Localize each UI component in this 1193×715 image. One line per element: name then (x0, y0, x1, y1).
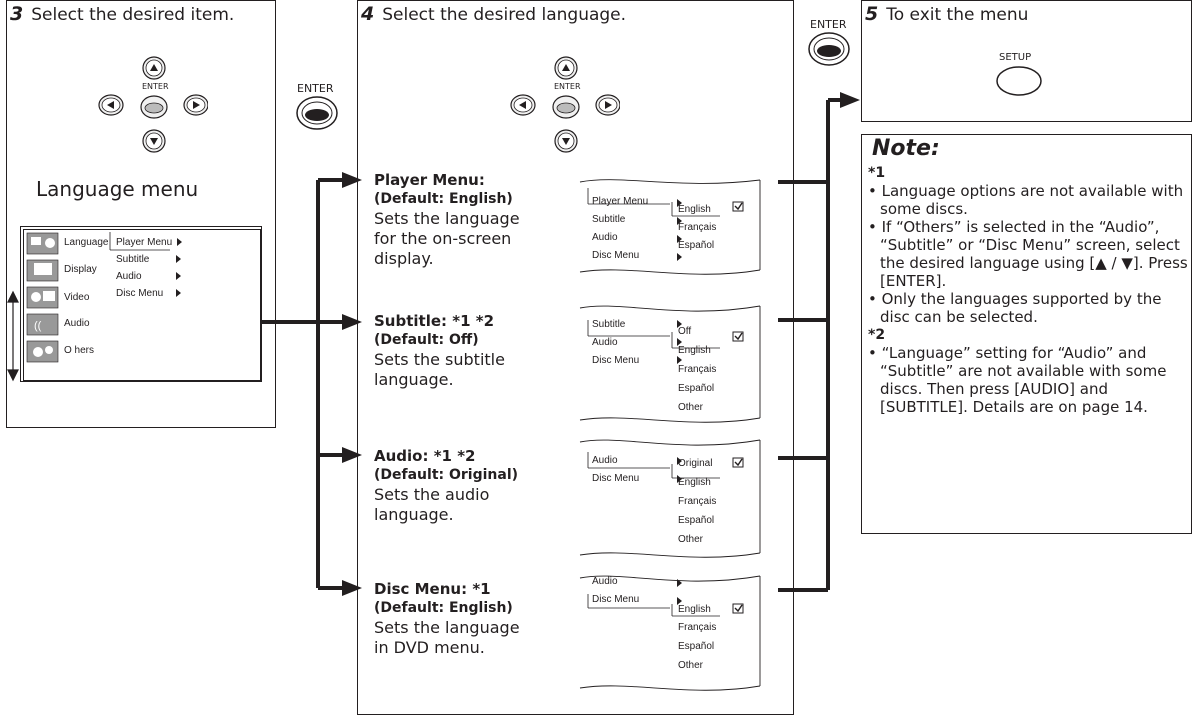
option-off[interactable]: Off (678, 326, 692, 337)
note-star1: *1 (868, 165, 886, 181)
mini-audio[interactable]: Audio (592, 576, 618, 587)
note-body: *1 • Language options are not available … (868, 164, 1188, 416)
option-other[interactable]: Other (678, 660, 704, 671)
mini-menu-outlines (579, 179, 761, 691)
mini-disc-menu[interactable]: Disc Menu (592, 250, 640, 261)
menu-category-audio[interactable]: Audio (64, 318, 90, 329)
note-bullet: • “Language” setting for “Audio” and “Su… (868, 344, 1167, 416)
checkbox (732, 457, 744, 468)
mini-disc-menu[interactable]: Disc Menu (592, 594, 640, 605)
option-francais[interactable]: Français (678, 496, 717, 507)
flow-arrows-right (778, 92, 860, 592)
note-title: Note: (872, 136, 940, 161)
mini-disc-menu[interactable]: Disc Menu (592, 355, 640, 366)
note-panel (861, 134, 1192, 534)
svg-text:((: (( (34, 320, 42, 332)
option-english[interactable]: English (678, 477, 711, 488)
mini-subtitle[interactable]: Subtitle (592, 319, 626, 330)
step5-number: 5 (865, 3, 879, 25)
option-francais[interactable]: Français (678, 622, 717, 633)
step5-panel (861, 0, 1192, 122)
option-espanol[interactable]: Español (678, 641, 715, 652)
option-espanol[interactable]: Español (678, 383, 715, 394)
checkbox (732, 331, 744, 342)
note-bullet: • If “Others” is selected in the “Audio”… (868, 218, 1188, 290)
note-star2: *2 (868, 327, 886, 343)
language-menu-heading: Language menu (36, 177, 199, 201)
section-subtitle: Subtitle: *1 *2 (Default: Off) Sets the … (374, 312, 505, 389)
option-francais[interactable]: Français (678, 222, 717, 233)
mini-audio[interactable]: Audio (592, 455, 618, 466)
option-other[interactable]: Other (678, 534, 704, 545)
setup-button[interactable] (994, 64, 1044, 98)
menu-item-disc-menu[interactable]: Disc Menu (116, 288, 164, 299)
checkbox (732, 201, 744, 212)
audio-icon (26, 313, 59, 336)
option-english[interactable]: English (678, 604, 711, 615)
enter-button-label: ENTER (297, 82, 334, 95)
menu-item-subtitle[interactable]: Subtitle (116, 254, 150, 265)
dpad-enter-label: ENTER (142, 82, 169, 91)
menu-category-display[interactable]: Display (64, 264, 97, 275)
section-disc-menu: Disc Menu: *1 (Default: English) Sets th… (374, 580, 520, 657)
language-menu-screen (20, 226, 262, 382)
setup-label: SETUP (999, 52, 1032, 63)
step3-number: 3 (10, 3, 24, 25)
mini-player-menu[interactable]: Player Menu (592, 196, 649, 207)
menu-category-icons: (( (26, 232, 59, 363)
mini-disc-menu[interactable]: Disc Menu (592, 473, 640, 484)
step5-enter-button[interactable] (807, 31, 851, 67)
mini-audio[interactable]: Audio (592, 337, 618, 348)
enter-button[interactable] (295, 95, 339, 131)
option-espanol[interactable]: Español (678, 240, 715, 251)
flow-arrows-left (262, 172, 362, 596)
option-english[interactable]: English (678, 204, 711, 215)
option-original[interactable]: Original (678, 458, 713, 469)
checkbox (732, 603, 744, 614)
note-bullet: • Language options are not available wit… (868, 182, 1184, 218)
section-audio: Audio: *1 *2 (Default: Original) Sets th… (374, 447, 519, 524)
dpad-step3 (98, 56, 208, 153)
note-bullet: • Only the languages supported by the di… (868, 290, 1162, 326)
menu-category-video[interactable]: Video (64, 292, 90, 303)
option-english[interactable]: English (678, 345, 711, 356)
option-espanol[interactable]: Español (678, 515, 715, 526)
menu-item-audio[interactable]: Audio (116, 271, 142, 282)
dpad-step4 (510, 56, 620, 153)
step5-enter-label: ENTER (810, 18, 847, 31)
mini-audio[interactable]: Audio (592, 232, 618, 243)
step4-panel (357, 0, 794, 715)
option-francais[interactable]: Français (678, 364, 717, 375)
menu-item-arrows (7, 232, 182, 382)
menu-category-language[interactable]: Language (64, 237, 109, 248)
dpad-enter-label: ENTER (554, 82, 581, 91)
menu-category-others[interactable]: O hers (64, 345, 95, 356)
step4-number: 4 (361, 3, 375, 25)
section-player-menu: Player Menu: (Default: English) Sets the… (374, 171, 520, 268)
menu-item-player-menu[interactable]: Player Menu (116, 237, 173, 248)
mini-subtitle[interactable]: Subtitle (592, 214, 626, 225)
option-other[interactable]: Other (678, 402, 704, 413)
